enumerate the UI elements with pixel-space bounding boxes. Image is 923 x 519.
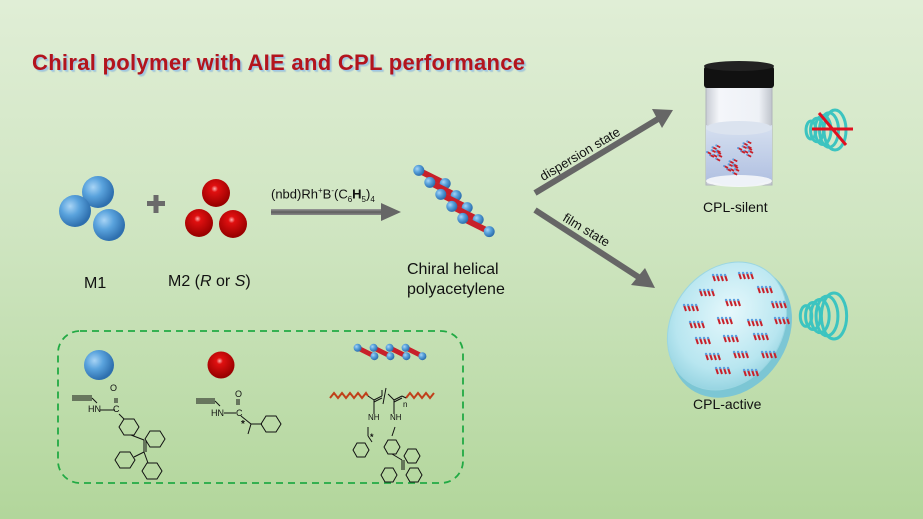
m2-chiral-star: * xyxy=(241,419,245,430)
m2-structure xyxy=(196,398,282,435)
catalyst-sub2: 5 xyxy=(361,194,366,204)
polymer-label-line1: Chiral helical xyxy=(407,261,499,278)
m2-label-prefix: M2 ( xyxy=(168,273,200,290)
polymer-structure xyxy=(329,387,435,483)
box-helix-bead xyxy=(370,352,379,361)
aggregate-cluster-icon xyxy=(737,140,754,158)
film-helix-icon xyxy=(760,350,777,359)
film-disk-icon xyxy=(666,261,792,398)
m2-legend-icon xyxy=(207,351,235,379)
polymer-nh1-label: NH xyxy=(368,413,380,422)
m2-label-suffix: ) xyxy=(245,273,251,290)
m2-label-s: S xyxy=(234,273,246,290)
polymerization-arrow xyxy=(271,203,401,221)
film-helix-icon xyxy=(704,352,721,361)
polymer-legend-icon xyxy=(353,343,427,361)
m1-legend-icon xyxy=(84,350,114,380)
catalyst-mid: B xyxy=(322,186,332,202)
aggregate-cluster-icon xyxy=(706,144,723,162)
film-helix-icon xyxy=(752,332,769,341)
polymer-nh2-label: NH xyxy=(390,413,402,422)
page-title: Chiral polymer with AIE and CPL performa… xyxy=(32,50,526,75)
m1-c-label: C xyxy=(113,404,120,414)
catalyst-sub3: 4 xyxy=(370,194,375,204)
polymer-label-line2: polyacetylene xyxy=(407,281,505,298)
main-helix-bead xyxy=(457,212,469,224)
film-helix-icon xyxy=(694,336,711,345)
main-helix-bead xyxy=(435,188,447,200)
film-helix-icon xyxy=(724,298,741,307)
box-helix-bead xyxy=(402,352,411,361)
film-helix-icon xyxy=(698,288,715,297)
cpl-active-label: CPL-active xyxy=(693,396,762,412)
m2-label-r: R xyxy=(200,273,212,290)
dispersion-arrow xyxy=(533,109,673,196)
box-helix-bead xyxy=(386,352,395,361)
catalyst-paren-close: ) xyxy=(366,186,371,202)
m2-label: M2 (R or S) xyxy=(168,273,251,291)
vial-icon xyxy=(704,61,774,187)
film-helix-icon xyxy=(716,316,733,325)
structures-box xyxy=(57,330,464,484)
cpl-silent-label: CPL-silent xyxy=(703,199,768,215)
film-helix-icon xyxy=(742,368,759,377)
catalyst-sup1: + xyxy=(317,186,323,195)
box-helix-bead xyxy=(369,343,378,352)
box-helix-bead xyxy=(353,343,362,352)
film-helix-icon xyxy=(756,285,773,294)
m2-o-label: O xyxy=(235,389,243,399)
catalyst-prefix: (nbd)Rh xyxy=(271,186,318,202)
polymer-label: Chiral helical polyacetylene xyxy=(407,260,505,300)
catalyst-label: (nbd)Rh+B-(C6H5)4 xyxy=(271,186,375,204)
film-helix-icon xyxy=(711,273,728,282)
m2-hn-label: HN xyxy=(211,408,224,418)
catalyst-sub1: 6 xyxy=(347,194,353,204)
box-helix-bead xyxy=(385,343,394,352)
plus-icon xyxy=(147,195,165,213)
crossed-out-icon xyxy=(812,112,853,146)
film-helix-icon xyxy=(732,350,749,359)
main-helix-bead xyxy=(446,200,458,212)
polymer-n-label: n xyxy=(403,400,408,409)
catalyst-paren-open: (C xyxy=(333,186,348,202)
box-helix-bead xyxy=(401,343,410,352)
main-helix-bead xyxy=(424,176,436,188)
cpl-active-coil-icon xyxy=(798,291,849,341)
main-helix-bead xyxy=(483,226,495,238)
m2-label-or: or xyxy=(211,273,235,290)
film-helix-icon xyxy=(722,334,739,343)
box-helix-bead xyxy=(418,352,427,361)
film-helix-icon xyxy=(714,366,731,375)
film-helix-icon xyxy=(737,271,754,280)
film-helix-icon xyxy=(773,316,790,325)
m1-label: M1 xyxy=(84,275,107,292)
catalyst-sup2: - xyxy=(331,186,334,195)
film-helix-icon xyxy=(682,303,699,312)
m1-monomer-icon xyxy=(59,176,125,241)
film-arrow xyxy=(533,207,655,288)
film-helix-icon xyxy=(746,318,763,327)
coil-loop xyxy=(819,291,849,341)
main-helix-bead xyxy=(413,164,425,176)
m1-hn-label: HN xyxy=(88,404,101,414)
film-helix-icon xyxy=(770,300,787,309)
m2-monomer-icon xyxy=(185,179,247,238)
film-helix-icon xyxy=(688,320,705,329)
m1-o-label: O xyxy=(110,383,118,393)
polymer-chiral-star: * xyxy=(370,432,374,442)
aggregate-cluster-icon xyxy=(723,158,740,176)
m2-c-label: C xyxy=(236,408,243,418)
m1-structure xyxy=(72,395,166,480)
catalyst-h: H xyxy=(352,186,362,202)
helical-polymer-icon xyxy=(413,164,495,238)
